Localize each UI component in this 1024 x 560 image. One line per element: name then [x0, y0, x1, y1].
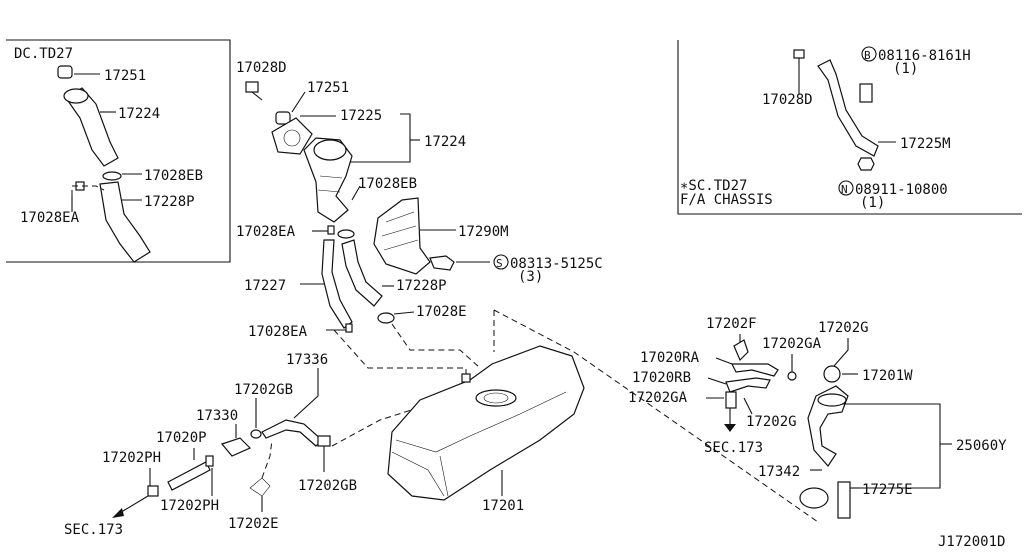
clip-17202gb-part — [317, 435, 331, 447]
label-17028E: 17028E — [416, 304, 467, 320]
clamp-17028e-part — [377, 312, 395, 324]
label-17225: 17225 — [340, 108, 382, 124]
nut-part — [857, 157, 875, 171]
label-17330: 17330 — [196, 408, 238, 424]
inset-left-title: DC.TD27 — [14, 46, 73, 62]
svg-text:N: N — [841, 183, 848, 196]
inset-left-label-17228P: 17228P — [144, 194, 195, 210]
heat-shield-part — [373, 197, 431, 275]
cap-17251-part — [275, 111, 291, 125]
label-17020RA: 17020RA — [640, 350, 700, 366]
bolt-17028d-part — [245, 81, 259, 93]
label-17028EA-upper: 17028EA — [236, 224, 296, 240]
hose-17020p-part — [167, 461, 211, 491]
label-17202F: 17202F — [706, 316, 757, 332]
label-17342: 17342 — [758, 464, 800, 480]
label-17028D: 17028D — [236, 60, 287, 76]
arrow-sec173-left-icon — [112, 508, 124, 518]
hose-17336-part — [261, 419, 323, 447]
gasket-part — [271, 117, 313, 155]
hose-17020ra-part — [731, 363, 779, 377]
label-17202GA-lower: 17202GA — [628, 390, 688, 406]
label-17028EA-lower: 17028EA — [248, 324, 308, 340]
label-17201: 17201 — [482, 498, 524, 514]
label-25060Y: 25060Y — [956, 438, 1007, 454]
inset-left-label-17251: 17251 — [104, 68, 146, 84]
label-17202GB-upper: 17202GB — [234, 382, 293, 398]
svg-text:B: B — [864, 49, 871, 62]
nut-marker-n — [838, 180, 854, 196]
label-17224: 17224 — [424, 134, 466, 150]
bracket-bolt-part — [859, 83, 873, 103]
label-17202GA-upper: 17202GA — [762, 336, 822, 352]
label-17020P: 17020P — [156, 430, 207, 446]
label-17202PH-right: 17202PH — [160, 498, 219, 514]
screw-part — [429, 255, 455, 271]
main-assembly: 17028D 17251 17225 17224 17028EB 17028EA — [64, 60, 1007, 550]
svg-text:S: S — [496, 257, 503, 270]
cap-17201w-part — [823, 365, 841, 383]
arrow-sec173-right-icon — [724, 424, 736, 432]
filter-17330-part — [220, 437, 252, 457]
label-17251: 17251 — [307, 80, 349, 96]
label-17020RB: 17020RB — [632, 370, 691, 386]
bolt-part — [793, 49, 805, 59]
label-17275E: 17275E — [862, 482, 913, 498]
label-17228P: 17228P — [396, 278, 447, 294]
hose-17020rb-part — [725, 377, 771, 393]
label-17290M: 17290M — [458, 224, 509, 240]
nut-part-number: 08911-10800 — [855, 182, 948, 198]
hose-17228p-part — [341, 239, 383, 307]
o-ring-17342-part — [799, 487, 829, 509]
inset-left-label-17224: 17224 — [118, 106, 160, 122]
bolt-marker-b — [861, 46, 877, 62]
label-17202G-lower: 17202G — [746, 414, 797, 430]
inset-right-note-line1: ∗SC.TD27 — [680, 178, 747, 194]
bracket-part — [817, 59, 879, 157]
label-17202PH-left: 17202PH — [102, 450, 161, 466]
inset-sc-td27: 17028D B 08116-8161H (1) 17225M ∗SC.TD27… — [677, 40, 1022, 215]
bolt-17275e-part — [837, 481, 851, 519]
inset-dc-td27: DC.TD27 17251 17224 17028EB 17228P 17028… — [6, 39, 231, 263]
label-17202G-upper: 17202G — [818, 320, 869, 336]
hose-17227-part — [321, 239, 353, 329]
bolt-quantity: (1) — [893, 61, 918, 77]
label-17201W: 17201W — [862, 368, 913, 384]
diagram-code: J172001D — [938, 534, 1005, 550]
filler-hose-part — [99, 181, 151, 263]
filler-neck-main-part — [303, 137, 353, 223]
tank-opening-part — [475, 389, 517, 407]
inset-left-label-17028EB: 17028EB — [144, 168, 203, 184]
clamp-part — [102, 171, 122, 181]
label-sec173-left: SEC.173 — [64, 522, 123, 538]
label-17227: 17227 — [244, 278, 286, 294]
inset-right-label-17225M: 17225M — [900, 136, 951, 152]
screw-marker-s — [493, 254, 509, 270]
inset-right-note-line2: F/A CHASSIS — [680, 192, 773, 208]
label-17028EB: 17028EB — [358, 176, 417, 192]
inset-left-label-17028EA: 17028EA — [20, 210, 80, 226]
fuel-tank-part — [387, 345, 585, 501]
label-17202E: 17202E — [228, 516, 279, 532]
bolt-part-number: 08116-8161H — [878, 48, 971, 64]
clip-17202f-part — [733, 339, 749, 362]
screw-quantity: (3) — [518, 269, 543, 285]
label-17336: 17336 — [286, 352, 328, 368]
inset-right-label-17028D: 17028D — [762, 92, 813, 108]
filler-cap-part — [57, 65, 73, 79]
label-17202GB-lower: 17202GB — [298, 478, 357, 494]
nut-quantity: (1) — [860, 195, 885, 211]
label-sec173-right: SEC.173 — [704, 440, 763, 456]
screw-part-number: 08313-5125C — [510, 256, 603, 272]
